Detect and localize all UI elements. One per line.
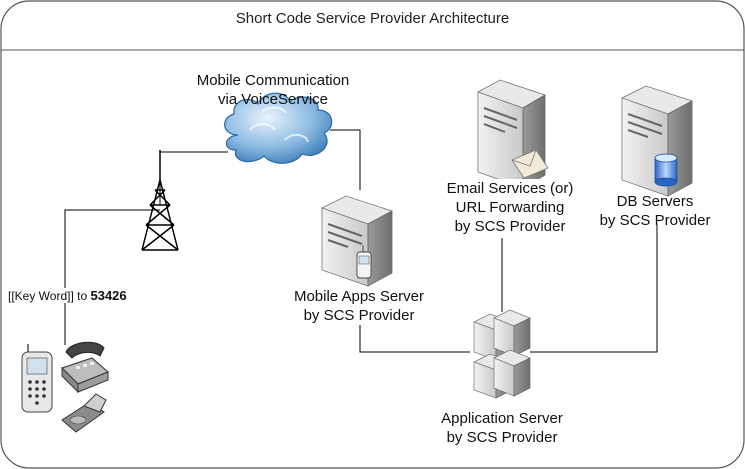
db-label-line-1: DB Servers [616,193,694,210]
db-label-line-2: by SCS Provider [599,212,711,229]
email-label-line-1: Email Services (or) [446,180,574,197]
diagram-title: Short Code Service Provider Architecture [235,10,510,27]
application-server-icon [473,309,531,399]
flip-phone-icon [61,393,107,433]
keyword-text: [[Key Word]] to [8,289,91,303]
mobile-apps-server-icon [320,195,394,287]
email-label-line-2: URL Forwarding [455,199,565,216]
db-server-icon [620,85,694,197]
application-server-label: Application Server by SCS Provider [422,409,582,447]
desk-phone-icon [61,341,109,394]
email-label-line-3: by SCS Provider [454,218,566,235]
app-server-label-line-1: Application Server [441,410,563,427]
cloud-label: Mobile Communication via VoiceService [178,71,368,109]
mobile-apps-server-label: Mobile Apps Server by SCS Provider [278,287,440,325]
email-server-icon [477,79,549,189]
db-server-label: DB Servers by SCS Provider [588,192,722,230]
cell-tower-icon [141,150,179,251]
email-server-label: Email Services (or) URL Forwarding by SC… [430,179,590,236]
app-server-label-line-2: by SCS Provider [446,429,558,446]
mobile-apps-label-line-1: Mobile Apps Server [293,288,425,305]
cloud-icon [224,92,333,164]
cloud-label-line-1: Mobile Communication [196,72,350,89]
mobile-apps-label-line-2: by SCS Provider [303,307,415,324]
keyword-label: [[Key Word]] to 53426 [8,288,127,303]
cloud-label-line-2: via VoiceService [217,91,329,108]
mobile-phone-icon [21,344,53,413]
short-code: 53426 [90,288,127,303]
